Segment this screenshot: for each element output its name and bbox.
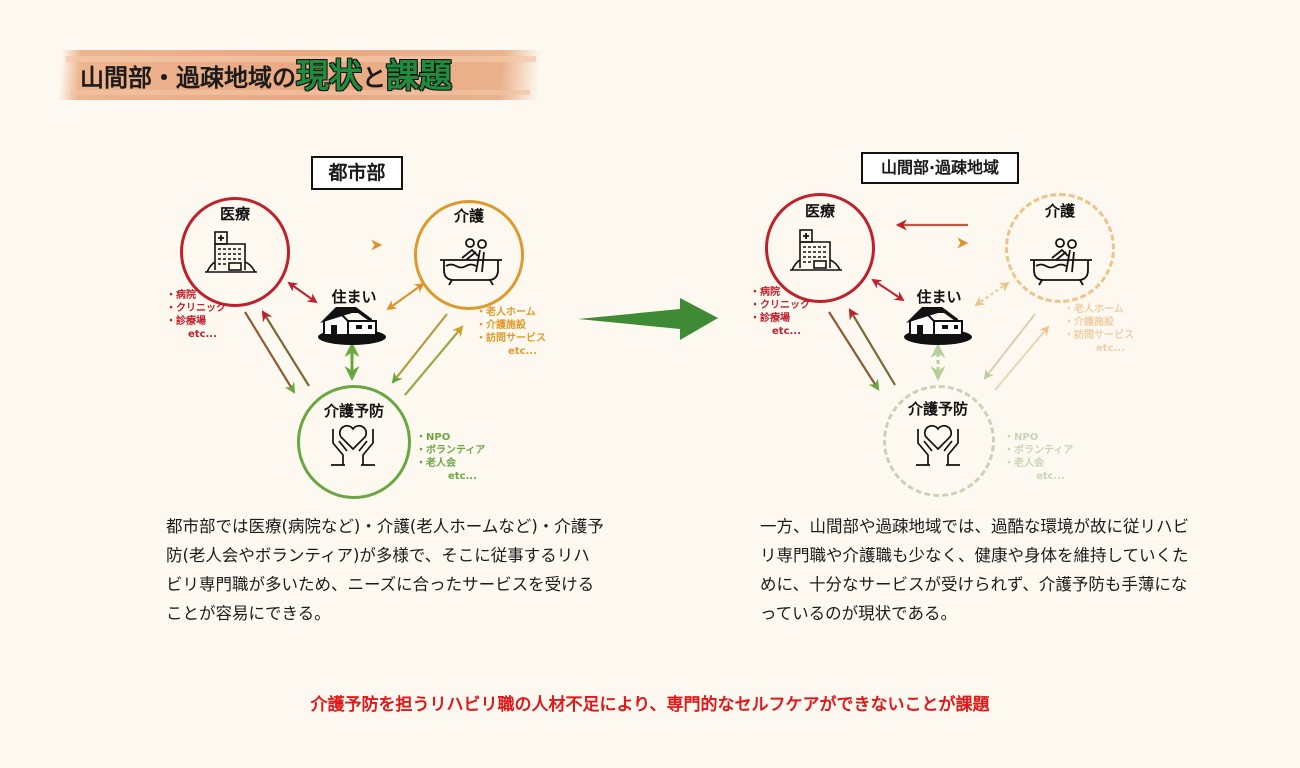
rural-care-items: ・老人ホーム ・介護施設 ・訪問サービス etc...: [1064, 303, 1134, 355]
list-item: ・訪問サービス: [476, 333, 546, 344]
urban-label: 都市部: [311, 156, 403, 190]
title-highlight: 現状: [296, 56, 362, 95]
rural-arrow-medical-home: [871, 278, 905, 302]
list-item: ・病院: [750, 287, 780, 298]
rural-home-label: 住まい: [916, 288, 962, 306]
list-item: ・老人会: [1004, 458, 1044, 469]
list-item: ・NPO: [1004, 432, 1039, 443]
list-item: ・老人ホーム: [1064, 304, 1124, 315]
rural-care-label: 介護: [1044, 202, 1075, 220]
house-icon: [318, 307, 386, 345]
list-item: ・診療場: [166, 316, 206, 327]
list-item: ・介護施設: [1064, 317, 1114, 328]
rural-prevention-items: ・NPO ・ボランティア ・老人会 etc...: [1004, 431, 1073, 483]
urban-arrow-medical-to-prevention: [244, 311, 296, 394]
urban-care-label: 介護: [453, 207, 484, 225]
heart-hands-icon: [331, 424, 375, 466]
rural-arrow-prevention-to-care: [994, 325, 1050, 391]
urban-arrow-care-home: [386, 282, 425, 311]
urban-prevention-circle: [297, 385, 411, 499]
urban-medical-circle: [180, 197, 290, 307]
list-item: ・クリニック: [166, 303, 226, 314]
list-etc: etc...: [1096, 343, 1125, 354]
urban-medical-items: ・病院 ・クリニック ・診療場 etc...: [166, 289, 226, 341]
urban-arrow-prevention-to-care: [404, 325, 464, 396]
urban-medical-label: 医療: [219, 205, 250, 223]
urban-prevention-label: 介護予防: [323, 402, 384, 420]
rural-arrow-care-to-prevention: [983, 313, 1036, 380]
title-part: 山間部・過疎地域の: [80, 64, 296, 92]
rural-description: 一方、山間部や過疎地域では、過酷な環境が故に従リハビリ専門職や介護職も少なく、健…: [760, 517, 1189, 623]
right-arrow-icon: [578, 298, 718, 340]
bathtub-care-icon: [1030, 238, 1092, 286]
issue-statement: 介護予防を担うリハビリ職の人材不足により、専門的なセルフケアができないことが課題: [310, 695, 990, 715]
urban-arrow-care-to-prevention: [391, 313, 448, 384]
hospital-icon: [205, 231, 257, 273]
urban-description: 都市部では医療(病院など)・介護(老人ホームなど)・介護予防(老人会やボランティ…: [166, 517, 604, 623]
urban-care-items: ・老人ホーム ・介護施設 ・訪問サービス etc...: [476, 306, 546, 358]
bathtub-care-icon: [440, 238, 502, 286]
list-item: ・老人ホーム: [476, 307, 536, 318]
urban-prevention-items: ・NPO ・ボランティア ・老人会 etc...: [416, 431, 485, 483]
urban-arrow-prevention-to-medical: [261, 310, 310, 387]
list-item: ・ボランティア: [1004, 445, 1074, 456]
title-brush-stroke: [70, 90, 530, 95]
page-title: 山間部・過疎地域の 現状 と 課題: [80, 52, 452, 98]
list-etc: etc...: [1036, 471, 1065, 482]
list-item: ・診療場: [750, 313, 790, 324]
list-item: ・クリニック: [750, 300, 810, 311]
list-item: ・NPO: [416, 432, 451, 443]
urban-arrow-medical-home: [287, 281, 318, 304]
list-etc: etc...: [772, 326, 801, 337]
rural-medical-circle: [765, 193, 875, 303]
list-item: ・ボランティア: [416, 445, 486, 456]
rural-medical-label: 医療: [804, 202, 835, 220]
list-item: ・病院: [166, 290, 196, 301]
rural-arrow-care-home: [974, 281, 1010, 307]
list-etc: etc...: [508, 346, 537, 357]
hospital-icon: [790, 229, 842, 271]
list-item: ・老人会: [416, 458, 456, 469]
title-part: と: [362, 64, 386, 92]
list-item: ・介護施設: [476, 320, 526, 331]
title-highlight: 課題: [386, 56, 452, 95]
rural-medical-items: ・病院 ・クリニック ・診療場 etc...: [750, 286, 810, 338]
rural-arrow-medical-to-prevention: [828, 311, 880, 391]
rural-care-circle: [1005, 193, 1115, 303]
house-icon: [904, 307, 972, 345]
urban-care-circle: [414, 200, 524, 310]
rural-arrow-prevention-to-medical: [848, 308, 896, 386]
title-brush-stroke: [66, 56, 536, 62]
urban-home-label: 住まい: [331, 288, 377, 306]
rural-prevention-label: 介護予防: [907, 400, 968, 418]
rural-label: 山間部·過疎地域: [861, 152, 1019, 184]
list-etc: etc...: [448, 471, 477, 482]
list-etc: etc...: [188, 329, 217, 340]
list-item: ・訪問サービス: [1064, 330, 1134, 341]
rural-prevention-circle: [883, 385, 995, 497]
heart-hands-icon: [916, 424, 960, 466]
